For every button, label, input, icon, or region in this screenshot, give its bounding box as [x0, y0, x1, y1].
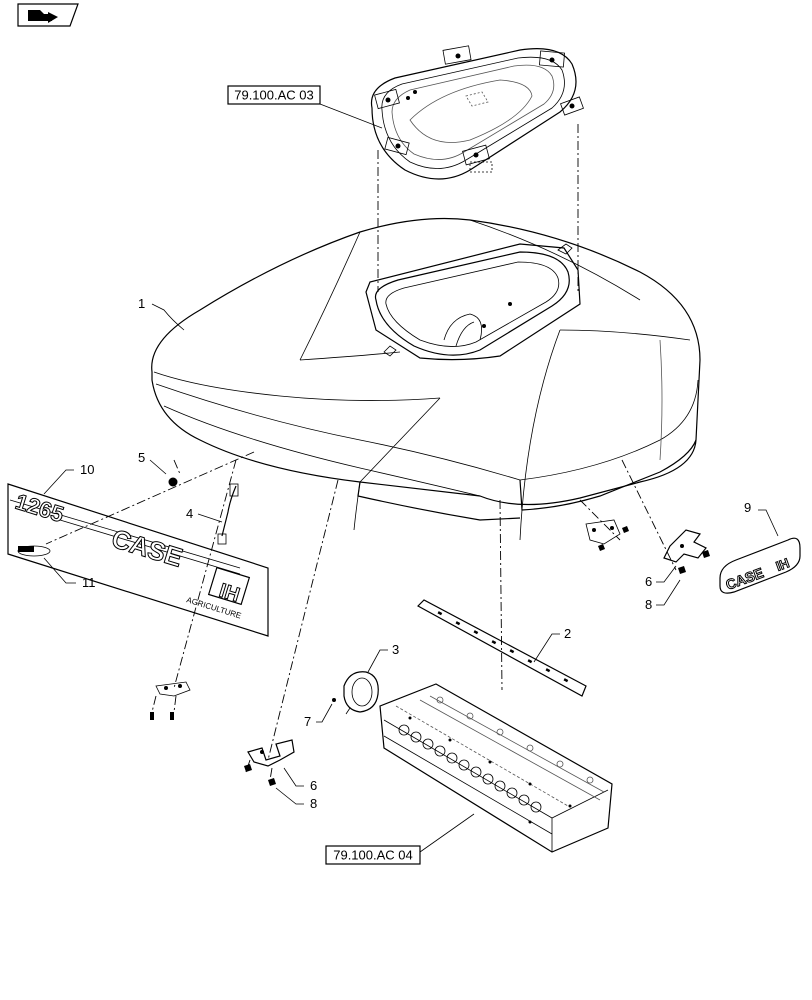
callout-1: 1 [138, 296, 145, 311]
meter-assembly [379, 683, 613, 853]
reference-box-bottom[interactable]: 79.100.AC 04 [325, 845, 421, 865]
ring-plate-part [343, 671, 379, 715]
mount-bracket-right [663, 529, 710, 574]
reference-label-top: 79.100.AC 03 [234, 88, 314, 103]
decal-bracket-right [585, 519, 629, 551]
callout-6-right: 6 [645, 574, 652, 589]
page-nav-button[interactable] [17, 3, 79, 27]
small-decal-brand-mark: IH [774, 555, 791, 574]
callout-8-lower: 8 [310, 796, 317, 811]
hatch-lid-assembly [370, 45, 584, 180]
leader-ref-top [319, 103, 383, 129]
callout-7: 7 [304, 714, 311, 729]
callout-4: 4 [186, 506, 193, 521]
callout-10: 10 [80, 462, 94, 477]
sensor-harness-part [217, 483, 239, 545]
seed-tank [151, 217, 701, 541]
decal-brand-mark-box [207, 566, 251, 606]
decal-model-text: 1265 [13, 489, 67, 527]
callout-6-lower: 6 [310, 778, 317, 793]
page-back-arrow-icon [28, 10, 58, 23]
callout-9: 9 [744, 500, 751, 515]
callout-2: 2 [564, 626, 571, 641]
pin-part [332, 698, 336, 702]
grommet-part [168, 477, 178, 487]
callout-8-right: 8 [645, 597, 652, 612]
tag-clip-part [17, 545, 51, 557]
decal-bracket-left [150, 681, 191, 720]
reference-box-top[interactable]: 79.100.AC 03 [227, 85, 321, 105]
callout-3: 3 [392, 642, 399, 657]
leader-ref-bottom [419, 813, 475, 853]
mount-bracket-lower [244, 739, 295, 786]
small-decal-part: CASE IH [719, 537, 801, 594]
callout-5: 5 [138, 450, 145, 465]
decal-brand-text: CASE [108, 523, 186, 573]
reference-label-bottom: 79.100.AC 04 [333, 848, 413, 863]
seal-strip-part [417, 599, 587, 697]
callout-11: 11 [82, 575, 96, 590]
